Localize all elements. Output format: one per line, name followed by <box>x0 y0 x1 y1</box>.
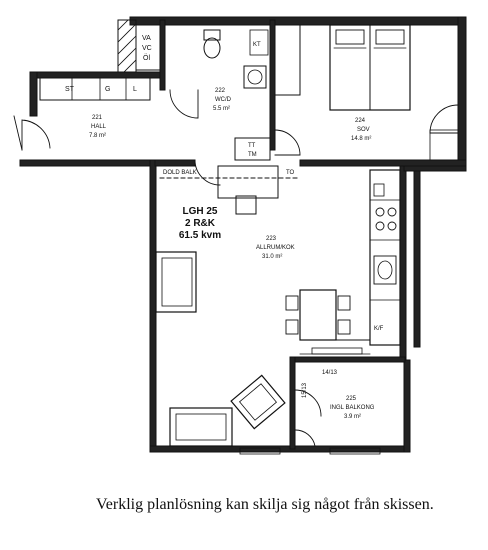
stove-burner <box>375 207 385 217</box>
label-va: VA <box>142 35 151 42</box>
label-l: L <box>133 86 137 93</box>
label-tm: TM <box>248 152 257 158</box>
room-living-number: 223 <box>266 236 277 242</box>
room-living-name: ALLRUM/KOK <box>256 245 295 251</box>
bedroom-door-swing <box>274 129 301 156</box>
apartment-area: 61.5 kvm <box>178 230 222 241</box>
closet <box>135 24 161 71</box>
label-vc: VC <box>142 45 152 52</box>
label-stair: 14/13 <box>322 370 338 376</box>
room-bathroom-number: 222 <box>215 88 226 94</box>
kitchen-counter <box>369 169 401 346</box>
label-ol: Öl <box>143 55 150 62</box>
radiator <box>239 447 281 455</box>
room-hall-area: 7.8 m² <box>89 133 107 139</box>
room-balcony-name: INGL BALKONG <box>330 405 375 411</box>
entry-door-swing <box>21 119 51 151</box>
corner-sofa <box>169 407 233 447</box>
room-living-area: 31.0 m² <box>262 254 283 260</box>
label-kf: K/F <box>374 326 384 332</box>
wall-balcony-right <box>403 359 411 453</box>
wall-bathroom-left <box>159 19 166 91</box>
hall-wardrobe <box>39 77 151 101</box>
wall-kitchen-right-outer <box>413 166 421 348</box>
wall-right-upper <box>457 16 467 168</box>
wall-bath-bed <box>269 19 276 151</box>
room-bedroom-number: 224 <box>355 118 366 124</box>
room-hall-number: 221 <box>92 115 103 121</box>
label-kt: KT <box>253 42 261 48</box>
label-dold-balk: DOLD BALK <box>163 170 197 176</box>
room-bathroom-name: WC/D <box>215 97 231 103</box>
wall-bed-bottom <box>299 159 467 167</box>
label-to: TO <box>286 170 295 176</box>
dining-table <box>299 289 337 341</box>
room-bedroom-name: SOV <box>357 127 370 133</box>
wall-top <box>129 16 466 26</box>
sofa <box>155 251 197 313</box>
label-st: ST <box>65 86 74 93</box>
wall-hall-bottom <box>19 159 156 167</box>
wall-kitchen-right <box>399 164 407 361</box>
room-balcony-number: 225 <box>346 396 357 402</box>
wall-hall-living <box>154 159 196 167</box>
apartment-rooms: 2 R&K <box>184 218 215 229</box>
bath-door-swing <box>169 89 199 119</box>
wall-balcony-left <box>289 356 296 450</box>
toilet <box>203 37 221 59</box>
label-g: G <box>105 86 111 93</box>
disclaimer-caption: Verklig planlösning kan skilja sig något… <box>96 496 434 513</box>
wall-hall-left <box>29 71 38 117</box>
shaft-hatch <box>117 19 137 73</box>
washbasin <box>243 65 267 89</box>
wall-balcony-top <box>289 356 406 363</box>
label-stair-2: 15/13 <box>302 382 308 398</box>
bedroom-wardrobe <box>274 24 301 96</box>
room-hall-name: HALL <box>91 124 107 130</box>
wall-hall-top <box>29 71 161 79</box>
wall-left <box>149 159 157 451</box>
room-bathroom-area: 5.5 m² <box>213 106 231 112</box>
kitchen-sink <box>373 255 397 285</box>
room-balcony-area: 3.9 m² <box>344 414 362 420</box>
floor-plan <box>13 16 467 455</box>
armchair <box>230 374 286 430</box>
apartment-title: LGH 25 <box>182 206 218 217</box>
label-tt: TT <box>248 143 256 149</box>
hall-cabinet <box>217 165 279 199</box>
room-bedroom-area: 14.8 m² <box>351 136 372 142</box>
